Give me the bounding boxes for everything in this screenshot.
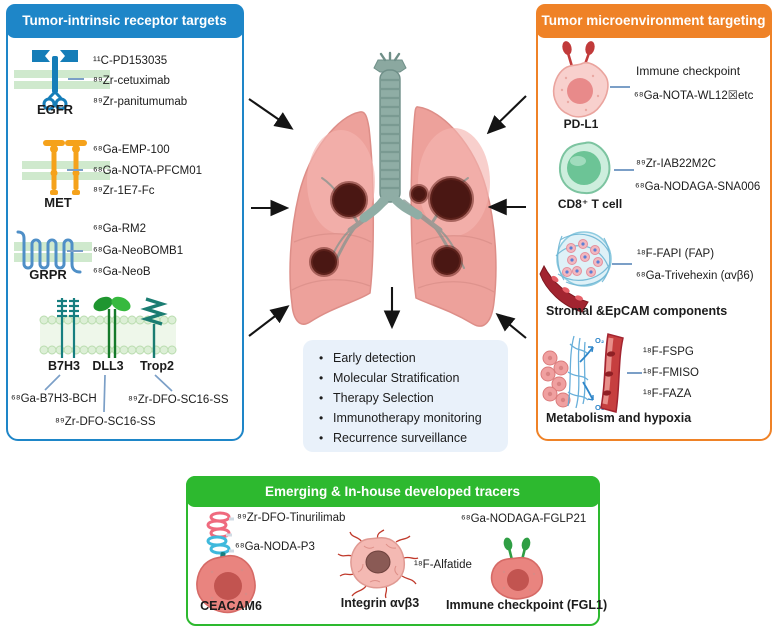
tracer-text: ⁸⁹Zr-DFO-SC16-SS — [55, 416, 156, 428]
tracer-text: ¹⁸F-Alfatide — [414, 559, 472, 571]
target-label-grpr: GRPR — [29, 267, 67, 282]
tracer-text: ⁸⁹Zr-cetuximab — [93, 75, 170, 87]
tracer-text: ⁶⁸Ga-NOTA-PFCM01 — [93, 165, 203, 177]
list-item: • Recurrence surveillance — [319, 428, 508, 448]
target-label-metabolism: Metabolism and hypoxia — [546, 411, 692, 425]
ceacam6-cell-icon — [196, 511, 256, 614]
tracer-text: ⁶⁸Ga-NODA-P3 — [235, 541, 315, 553]
tracer-text: ¹⁸F-FSPG — [643, 346, 694, 358]
target-label-stromal: Stromal &EpCAM components — [546, 304, 728, 318]
tracer-text: ¹⁸F-FMISO — [643, 367, 699, 379]
applications-box: • Early detection • Molecular Stratifica… — [303, 340, 508, 452]
list-item: • Therapy Selection — [319, 388, 508, 408]
tracer-text: ⁸⁹Zr-panitumumab — [93, 96, 188, 108]
bullet-icon: • — [319, 431, 324, 445]
application-text: Therapy Selection — [333, 391, 434, 405]
target-label-cd8: CD8⁺ T cell — [557, 197, 623, 211]
tracer-text: ⁶⁸Ga-NeoB — [93, 266, 151, 278]
cd8-tcell-icon — [558, 141, 611, 195]
tracer-text: ¹¹C-PD153035 — [93, 55, 168, 67]
target-label-fgl1: Immune checkpoint (FGL1) — [446, 598, 608, 612]
tracer-text: ⁸⁹Zr-1E7-Fc — [93, 185, 155, 197]
tracer-text: ⁶⁸Ga-NeoBOMB1 — [93, 245, 184, 257]
panel-emerging-tracers-title: Emerging & In-house developed tracers — [264, 483, 521, 499]
bullet-icon: • — [319, 391, 324, 405]
tracer-text: ⁶⁸Ga-RM2 — [93, 223, 147, 235]
target-label-pdl1: PD-L1 — [563, 117, 599, 131]
bullet-icon: • — [319, 371, 324, 385]
list-item: • Molecular Stratification — [319, 368, 508, 388]
target-label-ceacam6: CEACAM6 — [200, 599, 262, 613]
panel-tumor-intrinsic-title: Tumor-intrinsic receptor targets — [22, 13, 227, 28]
stromal-tissue-icon — [539, 231, 612, 313]
tracer-text: ⁶⁸Ga-EMP-100 — [93, 144, 170, 156]
tracer-text: Immune checkpoint — [636, 64, 741, 78]
target-label-met: MET — [44, 195, 72, 210]
bullet-icon: • — [319, 411, 324, 425]
panel-tumor-microenvironment-header: Tumor microenvironment targeting — [535, 3, 772, 38]
lungs-illustration — [289, 51, 497, 327]
o2-label: O₂ — [595, 403, 604, 412]
tracer-text: ⁶⁸Ga-NODAGA-SNA006 — [635, 181, 761, 193]
tracer-text: ⁶⁸Ga-Trivehexin (αvβ6) — [636, 270, 754, 282]
tracer-text: ⁸⁹Zr-IAB22M2C — [636, 158, 717, 170]
tracer-text: ⁶⁸Ga-NODAGA-FGLP21 — [461, 513, 587, 525]
met-receptor-icon — [22, 140, 110, 195]
fgl1-cell-icon — [490, 537, 544, 600]
tracer-text: ¹⁸F-FAZA — [643, 388, 692, 400]
tracer-text: ⁶⁸Ga-NOTA-WL12☒etc — [634, 90, 754, 102]
pdl1-cell-icon — [552, 41, 609, 118]
target-label-trop2: Trop2 — [139, 359, 175, 373]
tracer-text: ⁸⁹Zr-DFO-SC16-SS — [128, 394, 229, 406]
list-item: • Early detection — [319, 348, 508, 368]
panel-tumor-intrinsic-header: Tumor-intrinsic receptor targets — [5, 3, 244, 38]
application-text: Immunotherapy monitoring — [333, 411, 482, 425]
tracer-text: ⁶⁸Ga-B7H3-BCH — [11, 393, 97, 405]
tracer-text: ¹⁸F-FAPI (FAP) — [637, 248, 715, 260]
metabolism-hypoxia-icon: O₂ O₂ — [540, 333, 624, 413]
target-label-integrin: Integrin αvβ3 — [340, 596, 420, 610]
cell-membrane-icon — [39, 296, 177, 358]
egfr-receptor-icon — [14, 50, 110, 111]
target-label-egfr: EGFR — [36, 102, 74, 117]
application-text: Early detection — [333, 351, 416, 365]
bullet-icon: • — [319, 351, 324, 365]
application-text: Molecular Stratification — [333, 371, 460, 385]
list-item: • Immunotherapy monitoring — [319, 408, 508, 428]
o2-label: O₂ — [595, 336, 604, 345]
application-text: Recurrence surveillance — [333, 431, 468, 445]
integrin-cell-icon — [337, 529, 419, 599]
target-label-b7h3: B7H3 — [48, 359, 80, 373]
tracer-text: ⁸⁹Zr-DFO-Tinurilimab — [237, 512, 346, 524]
panel-tumor-microenvironment-title: Tumor microenvironment targeting — [541, 13, 766, 28]
target-label-dll3: DLL3 — [92, 359, 124, 373]
panel-emerging-tracers-header: Emerging & In-house developed tracers — [185, 475, 600, 507]
grpr-receptor-icon — [14, 230, 92, 274]
